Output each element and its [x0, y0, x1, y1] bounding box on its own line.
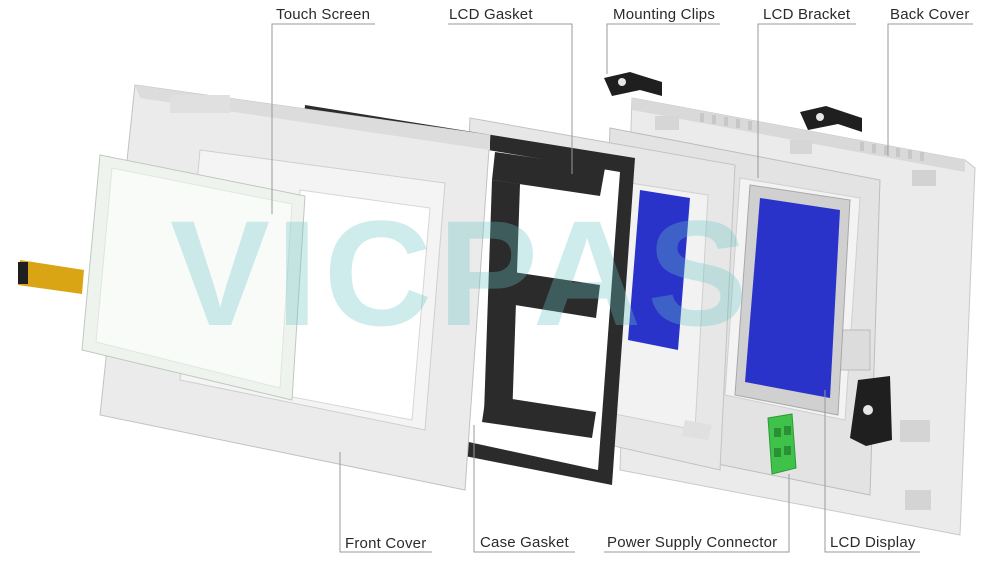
leader-front-cover [339, 452, 432, 553]
leader-lcd-gasket [448, 23, 573, 174]
leader-case-gasket [473, 425, 575, 553]
label-lcd-display: LCD Display [830, 534, 916, 551]
label-front-cover: Front Cover [345, 535, 427, 552]
label-back-cover: Back Cover [890, 6, 970, 23]
leader-mounting-clips [606, 23, 720, 74]
label-case-gasket: Case Gasket [480, 534, 569, 551]
leader-power-supply-connector [604, 474, 790, 553]
leader-back-cover [887, 23, 973, 156]
leader-lcd-bracket [757, 23, 856, 178]
label-lcd-bracket: LCD Bracket [763, 6, 851, 23]
mounting-clip-right [850, 376, 892, 446]
mounting-clip-top-left [604, 72, 662, 96]
label-lcd-gasket: LCD Gasket [449, 6, 533, 23]
leader-lcd-display [824, 390, 920, 553]
label-power-supply-connector: Power Supply Connector [607, 534, 778, 551]
label-touch-screen: Touch Screen [276, 6, 371, 23]
callout-lines [271, 23, 973, 553]
label-mounting-clips: Mounting Clips [613, 6, 716, 23]
mounting-clip-top-right [800, 106, 862, 132]
lcd-display-part [734, 184, 851, 416]
leader-touch-screen [271, 23, 375, 214]
power-supply-connector-part [767, 413, 797, 475]
touch-screen-part [18, 154, 306, 401]
